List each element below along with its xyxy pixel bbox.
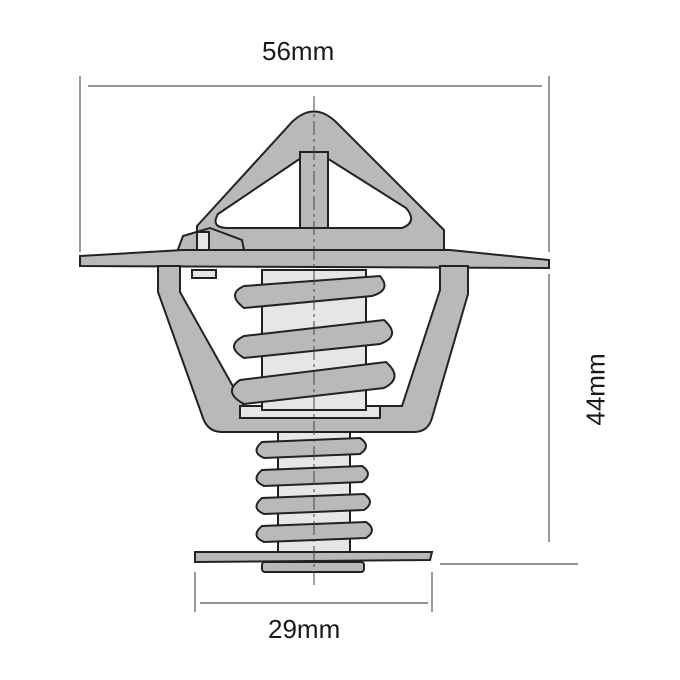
- bottom-cap: [261, 561, 365, 573]
- upper-spring-assembly: [231, 269, 396, 411]
- top-bridge: [172, 110, 445, 261]
- jiggle-pin: [196, 231, 210, 251]
- upper-coil-3: [231, 360, 396, 406]
- lower-coil-3: [255, 492, 371, 516]
- upper-coil-2: [233, 318, 393, 360]
- dimension-height-label: 44mm: [580, 353, 611, 426]
- bottom-hole: [191, 269, 217, 279]
- lower-coil-1: [255, 436, 367, 460]
- cup-wall: [157, 265, 469, 433]
- upper-coil-1: [234, 274, 386, 310]
- dimension-width-label: 56mm: [262, 36, 335, 66]
- bottom-plate: [194, 551, 434, 573]
- dimension-lines: [79, 76, 578, 612]
- lower-coil-2: [255, 464, 369, 488]
- dimension-bottom-label: 29mm: [268, 614, 341, 644]
